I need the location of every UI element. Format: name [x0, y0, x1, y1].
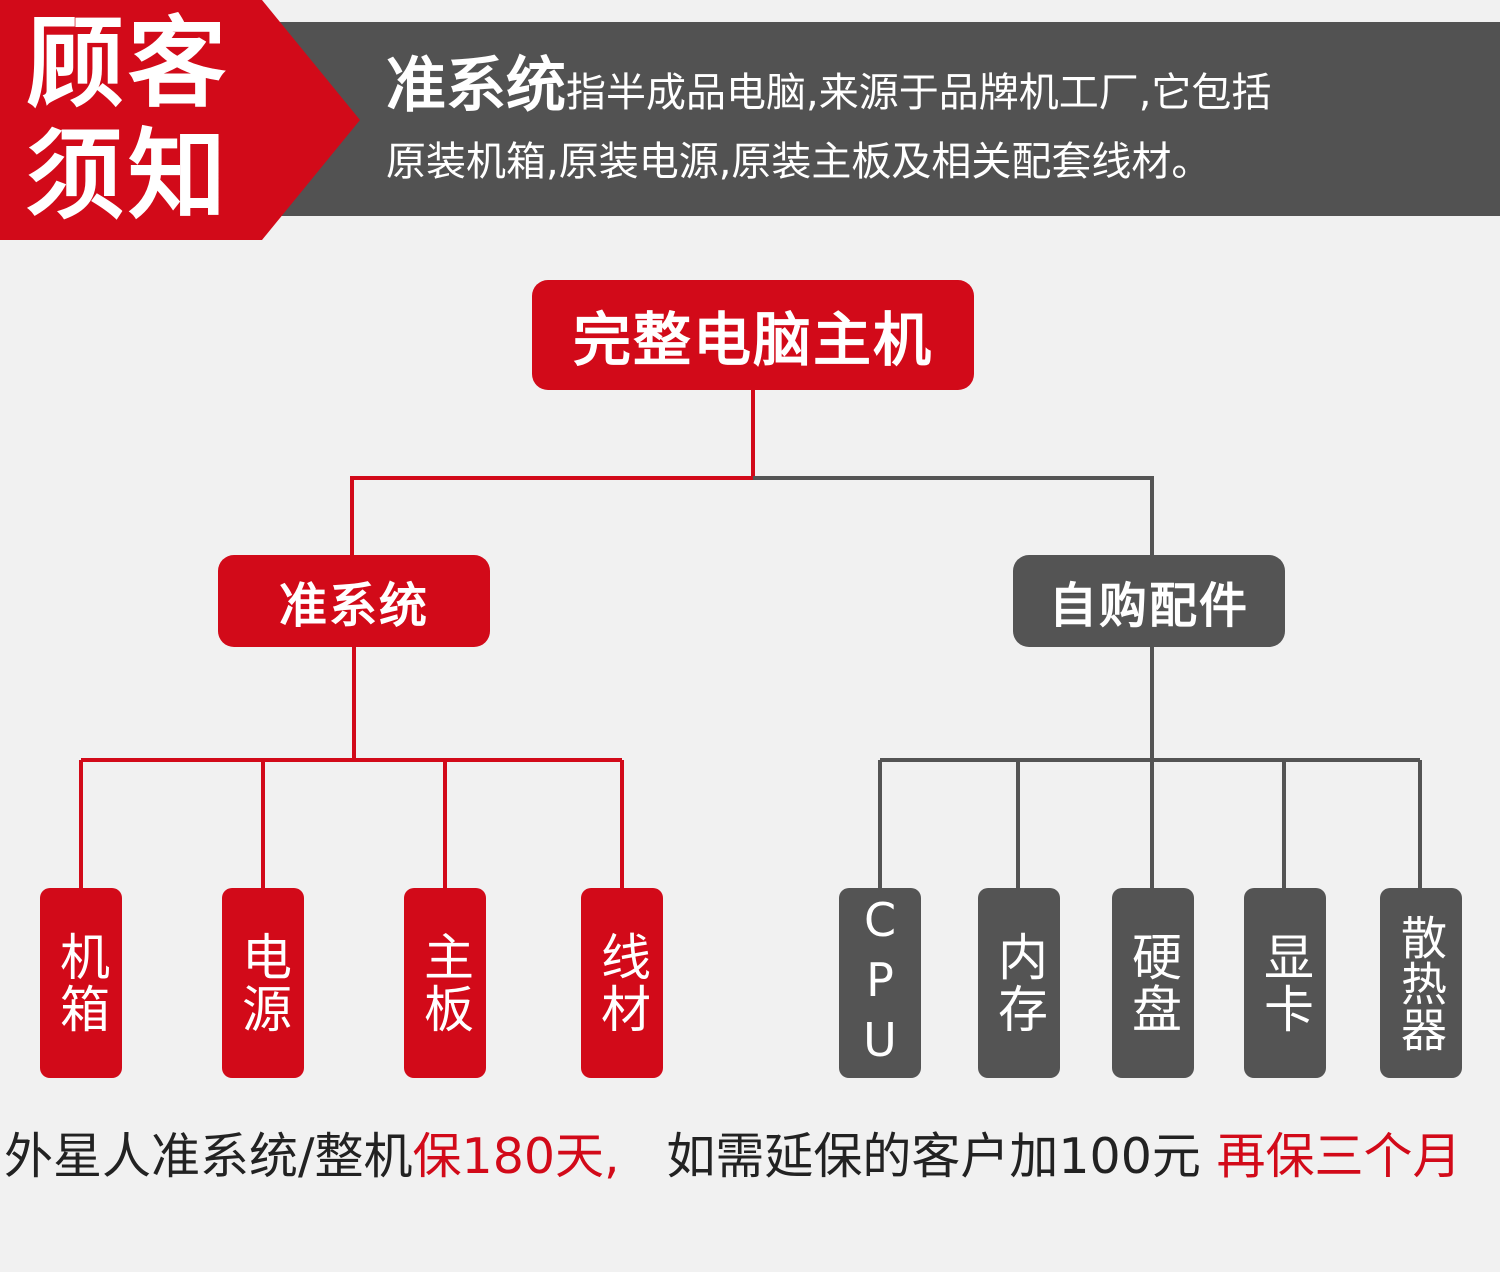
node-self-purchase: 自购配件 — [1013, 555, 1285, 647]
notice-badge — [0, 0, 360, 240]
connector-self-purchase-to-items — [878, 646, 1422, 888]
connector-root-to-barebone — [350, 390, 755, 556]
warranty-product: 外星人准系统/整机 — [4, 1128, 413, 1185]
warranty-extension-period: 再保三个月 — [1216, 1128, 1462, 1185]
leaf-cooler: 散热器 — [1380, 888, 1462, 1078]
warranty-note: 外星人准系统/整机保180天, 如需延保的客户加100元 再保三个月 — [4, 1122, 1484, 1192]
leaf-motherboard: 主板 — [404, 888, 486, 1078]
intro-text: 指半成品电脑,来源于品牌机工厂,它包括 — [566, 70, 1272, 116]
leaf-power-supply: 电源 — [222, 888, 304, 1078]
leaf-hard-drive: 硬盘 — [1112, 888, 1194, 1078]
node-barebone: 准系统 — [218, 555, 490, 647]
intro-line-1: 准系统指半成品电脑,来源于品牌机工厂,它包括 — [386, 50, 1271, 129]
leaf-case: 机箱 — [40, 888, 122, 1078]
leaf-cpu: CPU — [839, 888, 921, 1078]
warranty-extension: 如需延保的客户加100元 — [666, 1128, 1201, 1185]
intro-line-2: 原装机箱,原装电源,原装主板及相关配套线材。 — [386, 139, 1212, 185]
warranty-period: 保180天, — [412, 1128, 620, 1185]
leaf-graphics-card: 显卡 — [1244, 888, 1326, 1078]
notice-title: 顾客须知 — [26, 7, 231, 233]
connector-root-to-self-purchase — [753, 476, 1154, 556]
connector-barebone-to-items — [79, 646, 624, 888]
leaf-memory: 内存 — [978, 888, 1060, 1078]
node-complete-pc: 完整电脑主机 — [532, 280, 974, 390]
leaf-cables: 线材 — [581, 888, 663, 1078]
intro-highlight: 准系统 — [386, 51, 566, 121]
